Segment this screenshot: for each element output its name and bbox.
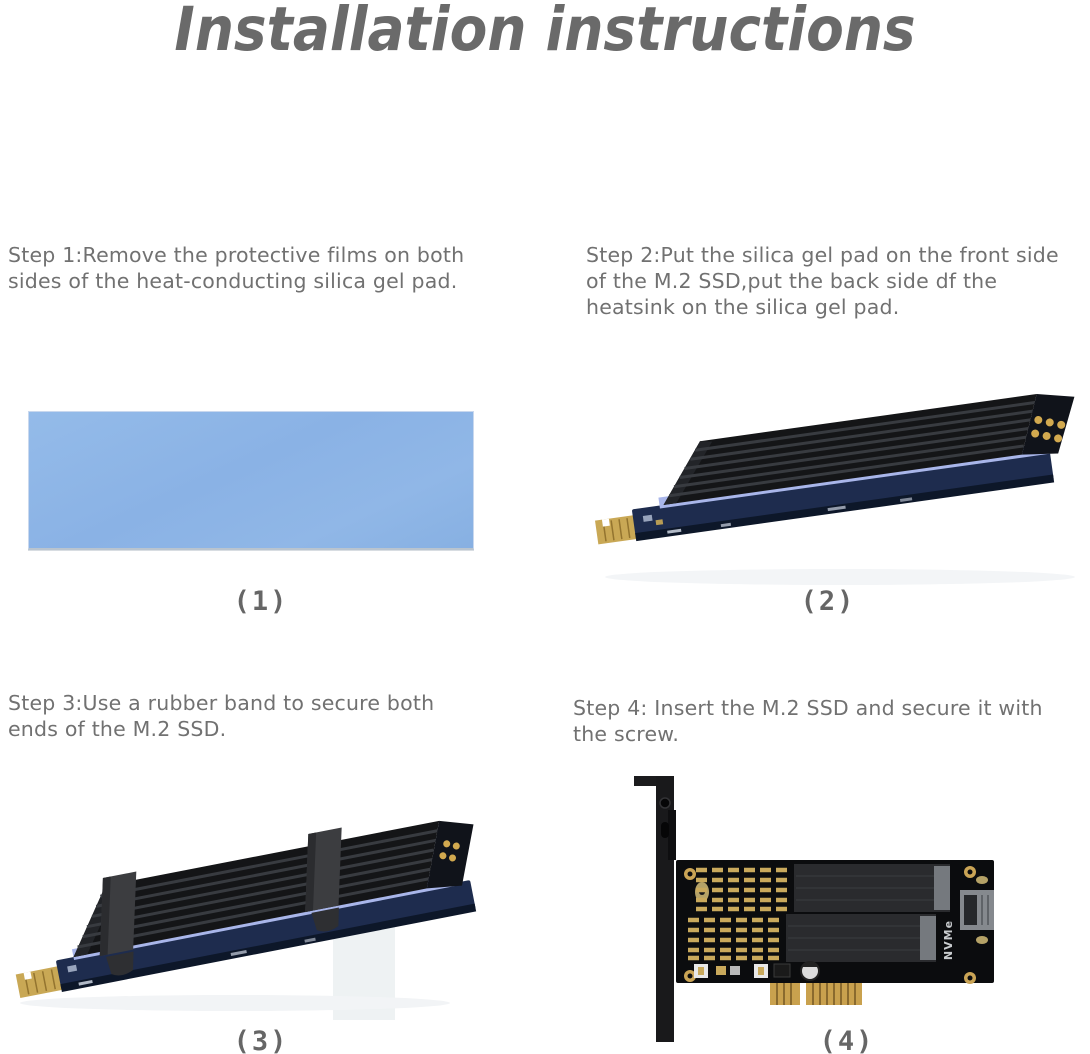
step-4-text: Step 4: Insert the M.2 SSD and secure it… bbox=[573, 696, 1043, 746]
gold-edge-connector bbox=[595, 514, 640, 545]
pcb-end-pads bbox=[426, 820, 474, 889]
page-title: Installation instructions bbox=[174, 0, 916, 65]
m2-ssd-with-heatsink-image bbox=[595, 393, 1075, 585]
nvme-label: NVMe bbox=[942, 920, 955, 960]
sata-power-connector bbox=[960, 876, 994, 944]
screw-holes bbox=[684, 866, 976, 984]
heatsink-with-rubber-bands-image bbox=[15, 820, 477, 1020]
soft-shadow bbox=[20, 995, 450, 1011]
heatsink-fins bbox=[669, 401, 1036, 498]
pcie-gold-edge bbox=[770, 983, 862, 1005]
silica-gel-pad-image bbox=[28, 411, 474, 550]
pcie-adapter-card-image: NVMe bbox=[634, 776, 994, 1042]
finned-heatsink bbox=[663, 393, 1037, 505]
step-1-text: Step 1:Remove the protective films on bo… bbox=[8, 243, 465, 293]
pcb-end-pads bbox=[1021, 393, 1075, 455]
heatsink-fins bbox=[77, 829, 439, 949]
step-4-caption: (4) bbox=[819, 1026, 875, 1054]
step-2-text: Step 2:Put the silica gel pad on the fro… bbox=[586, 243, 1059, 319]
rubber-band bbox=[305, 827, 342, 932]
ssd-pcb bbox=[632, 450, 1055, 542]
step-1-caption: (1) bbox=[233, 586, 289, 617]
m2-slot-top bbox=[696, 864, 950, 912]
step-2-caption: (2) bbox=[800, 586, 856, 617]
step-3-text: Step 3:Use a rubber band to secure both … bbox=[8, 691, 435, 741]
soft-shadow bbox=[605, 569, 1075, 585]
smd-components bbox=[694, 961, 820, 981]
ssd-end-cap bbox=[934, 866, 950, 910]
m2-slot-bottom bbox=[688, 914, 936, 962]
step-3-caption: (3) bbox=[233, 1026, 289, 1054]
pcie-bracket bbox=[634, 776, 676, 1042]
ssd-pcb bbox=[56, 880, 477, 992]
rubber-band bbox=[99, 871, 137, 976]
ssd-end-cap bbox=[920, 916, 936, 960]
gold-edge-connector bbox=[15, 965, 66, 999]
